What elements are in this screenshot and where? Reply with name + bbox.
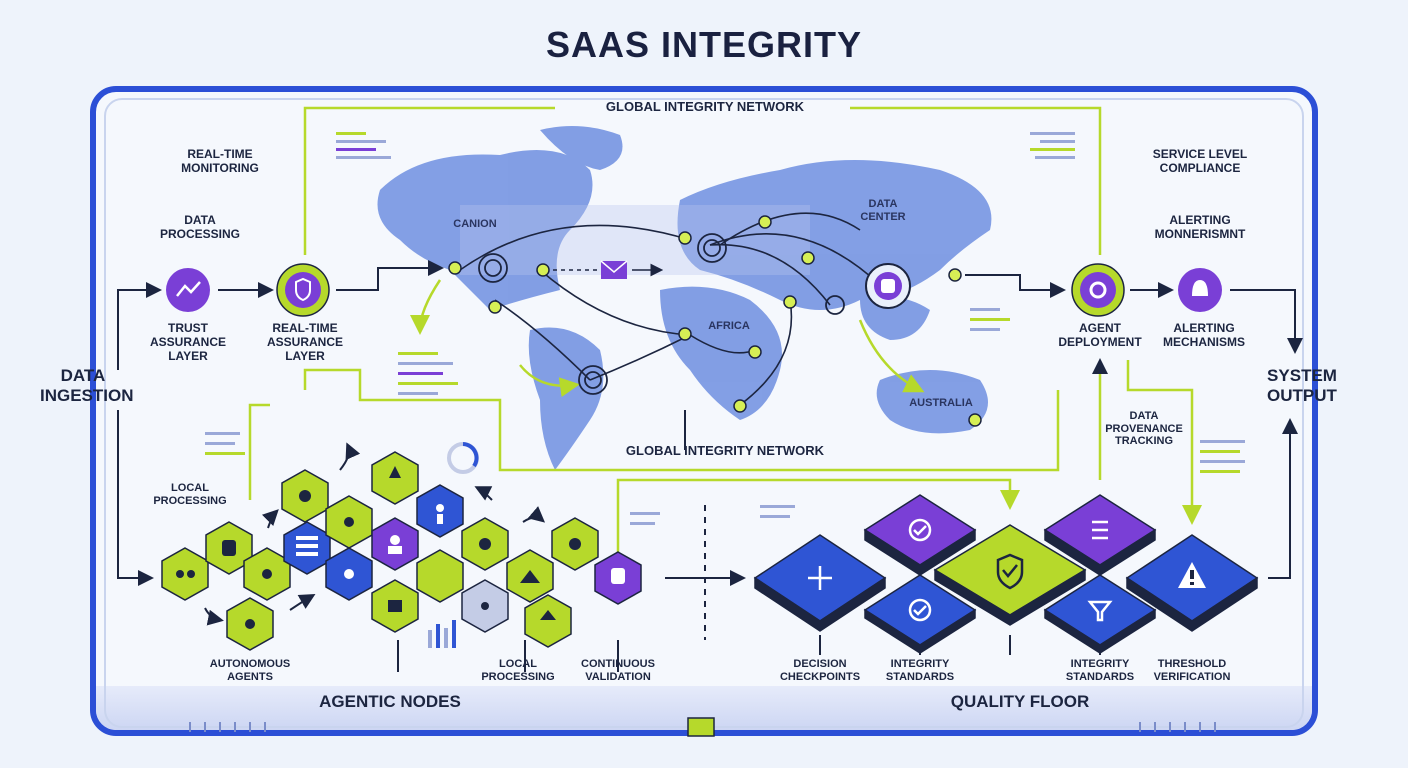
autonomous-agents-label: AUTONOMOUS AGENTS: [195, 658, 305, 683]
quality-floor-heading: QUALITY FLOOR: [950, 692, 1090, 711]
alerting-mechanisms-node: [1178, 268, 1222, 312]
thresh-line2: VERIFICATION: [1153, 670, 1231, 683]
decision-line1: DECISION: [793, 658, 847, 670]
slc-line1: SERVICE LEVEL: [1152, 147, 1248, 161]
auto-line1: AUTONOMOUS: [209, 658, 291, 670]
network-icon: [262, 569, 272, 579]
check-icon: [908, 598, 932, 622]
thresh-line1: THRESHOLD: [1157, 658, 1227, 670]
alerting-mechanisms-label: ALERTING MECHANISMS: [1152, 321, 1256, 350]
trust-assurance-label: TRUST ASSURANCE LAYER: [138, 321, 238, 363]
database-icon-3: [611, 568, 625, 584]
alert-top-line1: ALERTING: [1169, 213, 1231, 227]
agent-line1: AGENT: [1079, 321, 1121, 335]
data-proc-line1: DATA: [184, 213, 216, 227]
real-time-monitoring-label: REAL-TIME MONITORING: [160, 147, 280, 176]
alert-top-line2: MONNERISMNT: [1154, 226, 1246, 241]
hex-users: [161, 547, 209, 601]
gear-icon: [1089, 281, 1107, 299]
users-icon: [176, 570, 184, 578]
rta-line1: REAL-TIME: [272, 321, 338, 335]
sys-out-line1: SYSTEM: [1267, 366, 1337, 385]
search-icon: [569, 538, 581, 550]
real-time-assurance-node: [276, 263, 330, 317]
list-icon: [1092, 520, 1108, 540]
threshold-verification-label: THRESHOLD VERIFICATION: [1142, 658, 1242, 683]
bell-icon: [1192, 280, 1208, 296]
agent-deployment-node: [1071, 263, 1125, 317]
chart-line-icon: [176, 281, 201, 297]
alert-mech-line2: MECHANISMS: [1162, 334, 1245, 349]
shield-icon-2: [996, 553, 1024, 590]
integ1-line2: STANDARDS: [885, 670, 955, 683]
cont-line1: CONTINUOUS: [581, 658, 655, 670]
agent-line2: DEPLOYMENT: [1058, 334, 1142, 349]
star-icon: [389, 466, 401, 478]
trust-line2: ASSURANCE: [149, 334, 226, 349]
lp-top-line2: PROCESSING: [153, 494, 227, 507]
map-label-data-center: DATA CENTER: [848, 198, 918, 223]
network-title-top: GLOBAL INTEGRITY NETWORK: [605, 99, 805, 114]
data-ingestion-label: DATA INGESTION: [40, 366, 134, 405]
decision-checkpoints-label: DECISION CHECKPOINTS: [770, 658, 870, 683]
auto-line2: AGENTS: [227, 670, 273, 683]
data-ingestion-line2: INGESTION: [40, 385, 134, 405]
integ2-line2: STANDARDS: [1065, 670, 1135, 683]
slc-line2: COMPLIANCE: [1159, 160, 1241, 175]
cont-line2: VALIDATION: [585, 670, 651, 683]
data-center-line2: CENTER: [860, 210, 906, 223]
trust-line1: TRUST: [168, 321, 208, 335]
rta-line2: ASSURANCE: [266, 334, 343, 349]
data-proc-line2: PROCESSING: [159, 226, 240, 241]
funnel-icon: [1087, 600, 1113, 622]
data-center-line1: DATA: [868, 198, 898, 210]
trust-assurance-node: [166, 268, 210, 312]
decor-bars: [205, 132, 1245, 648]
real-time-assurance-label: REAL-TIME ASSURANCE LAYER: [253, 321, 357, 363]
data-ingestion-line1: DATA: [60, 366, 106, 385]
database-icon-2: [222, 540, 236, 556]
map-label-africa: AFRICA: [708, 320, 750, 332]
integrity-standards-label-1: INTEGRITY STANDARDS: [870, 658, 970, 683]
prov-line2: PROVENANCE: [1105, 422, 1183, 435]
prov-line3: TRACKING: [1114, 435, 1174, 448]
rt-monitor-line1: REAL-TIME: [187, 147, 253, 161]
map-label-australia: AUSTRALIA: [909, 397, 973, 409]
alerting-monnerismnt-label: ALERTING MONNERISMNT: [1130, 213, 1270, 242]
lp-bot-line2: PROCESSING: [481, 670, 555, 683]
sys-out-line2: OUTPUT: [1267, 385, 1337, 405]
integ2-line1: INTEGRITY: [1070, 658, 1130, 670]
lp-bot-line1: LOCAL: [499, 658, 537, 670]
decision-line2: CHECKPOINTS: [779, 670, 861, 683]
page-title: SAAS INTEGRITY: [545, 24, 863, 65]
lp-top-line1: LOCAL: [171, 482, 209, 494]
data-processing-label: DATA PROCESSING: [140, 213, 260, 242]
rta-line3: LAYER: [285, 348, 325, 363]
map-label-canion: CANION: [453, 218, 497, 230]
agent-deployment-label: AGENT DEPLOYMENT: [1048, 321, 1152, 350]
network-title-bottom: GLOBAL INTEGRITY NETWORK: [625, 443, 825, 458]
agentic-nodes-heading: AGENTIC NODES: [319, 692, 461, 711]
system-output-label: SYSTEM OUTPUT: [1262, 366, 1342, 405]
shield-icon: [295, 277, 311, 302]
service-level-compliance-label: SERVICE LEVEL COMPLIANCE: [1130, 147, 1270, 176]
database-icon: [881, 279, 895, 293]
local-processing-bottom-label: LOCAL PROCESSING: [468, 658, 568, 683]
integ1-line1: INTEGRITY: [890, 658, 950, 670]
rt-monitor-line2: MONITORING: [181, 160, 259, 175]
continuous-validation-label: CONTINUOUS VALIDATION: [568, 658, 668, 683]
data-provenance-label: DATA PROVENANCE TRACKING: [1092, 410, 1196, 448]
prov-line1: DATA: [1129, 410, 1159, 422]
mail-icon: [601, 261, 627, 279]
alert-mech-line1: ALERTING: [1173, 321, 1235, 335]
integrity-standards-label-2: INTEGRITY STANDARDS: [1050, 658, 1150, 683]
trust-line3: LAYER: [168, 348, 208, 363]
local-processing-top-label: LOCAL PROCESSING: [140, 482, 240, 507]
gear-icon-2: [479, 538, 491, 550]
